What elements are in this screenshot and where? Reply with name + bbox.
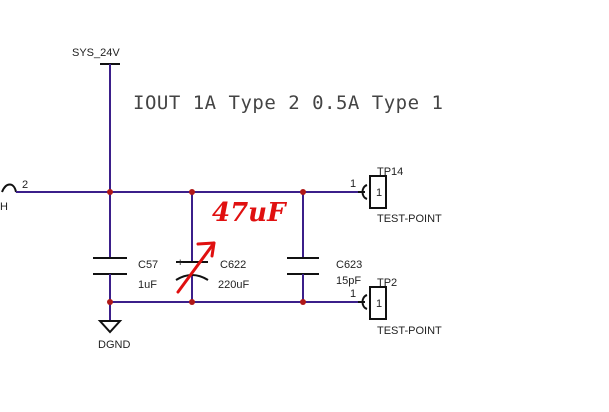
c623-ref: C623 <box>336 259 362 271</box>
ground-symbol <box>97 320 123 334</box>
ground-net-label: DGND <box>98 339 130 351</box>
connector-pin-number: 2 <box>22 179 28 191</box>
c623-value: 15pF <box>336 275 361 287</box>
tp2-ref: TP2 <box>377 277 397 289</box>
junction-dot <box>107 189 113 195</box>
junction-dot <box>189 189 195 195</box>
tp14-ref: TP14 <box>377 166 403 178</box>
tp14-type: TEST-POINT <box>377 213 442 225</box>
tp14-pin: 1 <box>350 178 356 190</box>
c622-ref: C622 <box>220 259 246 271</box>
connector-partial-label: H <box>0 201 8 213</box>
tp2-body-pin: 1 <box>376 298 382 310</box>
handwritten-arrow-shaft <box>176 241 216 294</box>
tp14-body-pin: 1 <box>376 187 382 199</box>
handwritten-value: 47uF <box>212 198 287 228</box>
junction-dot <box>300 299 306 305</box>
handwritten-arrow-head <box>196 241 216 258</box>
tp2-type: TEST-POINT <box>377 325 442 337</box>
junction-dot <box>107 299 113 305</box>
c622-value: 220uF <box>218 279 249 291</box>
current-note: IOUT 1A Type 2 0.5A Type 1 <box>133 92 443 114</box>
tp14-body <box>369 175 387 209</box>
c622-polarity: + <box>177 257 183 269</box>
tp2-body <box>369 286 387 320</box>
power-net-label: SYS_24V <box>72 47 120 59</box>
tp2-pin: 1 <box>350 288 356 300</box>
connector-arc <box>1 183 17 193</box>
c57-ref: C57 <box>138 259 158 271</box>
tp2-arc <box>361 294 368 310</box>
junction-dot <box>189 299 195 305</box>
tp14-arc <box>361 184 368 200</box>
c57-value: 1uF <box>138 279 157 291</box>
junction-dot <box>300 189 306 195</box>
